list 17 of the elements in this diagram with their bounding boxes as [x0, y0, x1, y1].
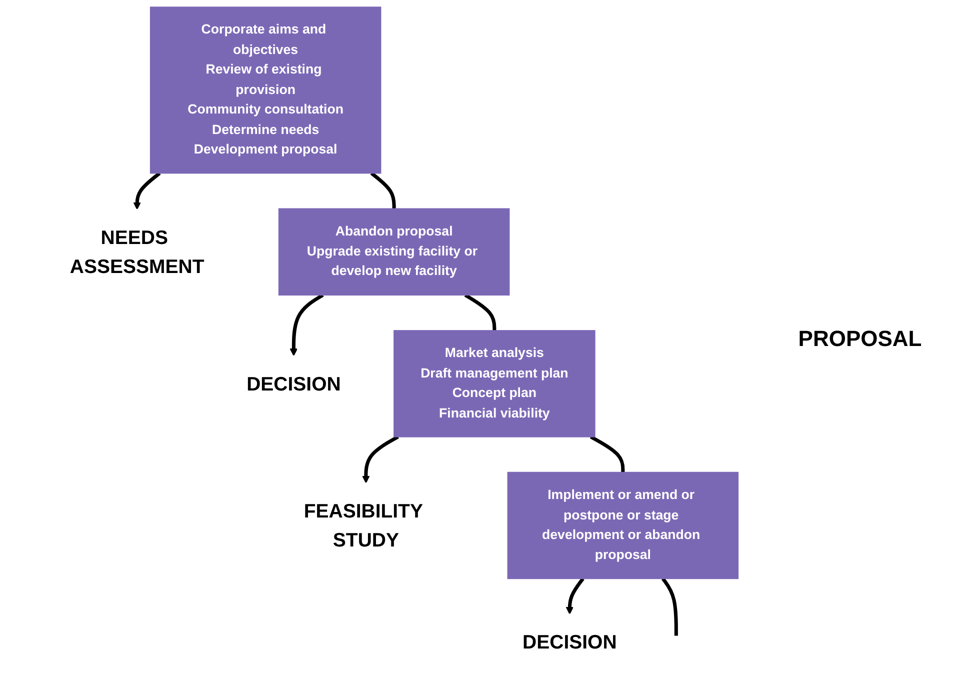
node-text: DECISION — [522, 630, 617, 654]
connector — [464, 294, 496, 331]
node-text: DECISION — [246, 372, 341, 395]
node-text: FEASIBILITY STUDY — [304, 500, 423, 552]
stage-label: PROPOSAL — [798, 326, 922, 352]
node-box: Market analysis Draft management plan Concept plan Financial viability — [394, 330, 596, 438]
node-box: Abandon proposal Upgrade existing facility or develop new facility — [278, 208, 510, 296]
arrow — [290, 294, 324, 356]
arrow — [133, 172, 161, 210]
connector — [590, 435, 625, 472]
node-box: Implement or amend or postpone or stage development or abandon proposal — [507, 472, 739, 580]
arrow — [566, 578, 584, 614]
node-text: NEEDS ASSESSMENT — [70, 226, 204, 278]
connector — [370, 172, 396, 209]
arrow — [362, 435, 399, 484]
connector — [661, 578, 678, 636]
node-box: Corporate aims and objectives Review of existing provision Community consultation Determine needs Development proposal — [150, 6, 382, 174]
